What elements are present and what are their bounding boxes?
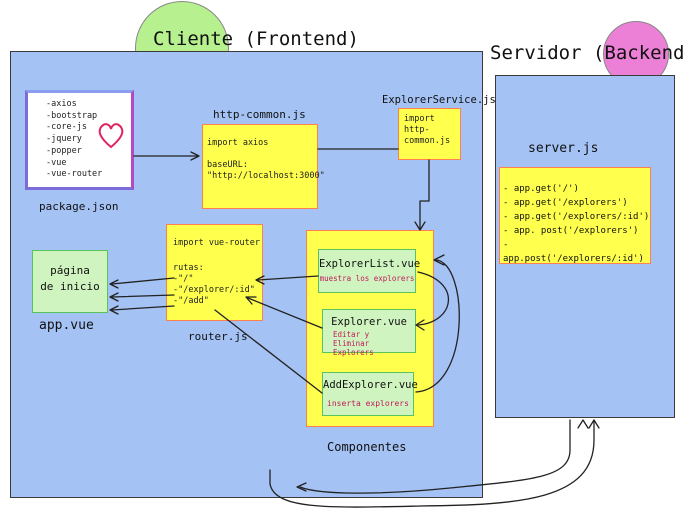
component-name: ExplorerList.vue bbox=[319, 258, 421, 270]
component-desc: Editar y Eliminar Explorers bbox=[333, 330, 374, 357]
router-card: import vue-router rutas: -"/" -"/explore… bbox=[166, 224, 263, 321]
app-title-line: página bbox=[50, 264, 90, 277]
explorer-service-line: common.js bbox=[404, 136, 451, 146]
app-filename: app.vue bbox=[39, 318, 94, 333]
frontend-title: Cliente (Frontend) bbox=[153, 28, 359, 50]
server-route: - app.get('/') bbox=[503, 184, 579, 194]
component-desc: muestra los explorers bbox=[319, 274, 415, 283]
package-card: -axios -bootstrap -core-js -jquery -popp… bbox=[25, 90, 134, 190]
app-card: página de inicio bbox=[32, 250, 108, 313]
component-desc: inserta explorers bbox=[327, 399, 409, 408]
http-common-line bbox=[207, 149, 317, 160]
server-route: - app.get('/explorers/:id') bbox=[503, 212, 650, 222]
app-title-line: de inicio bbox=[40, 280, 100, 293]
server-card: - app.get('/') - app.get('/explorers') -… bbox=[499, 167, 651, 264]
package-item: -axios bbox=[46, 99, 77, 109]
server-route: - app. post('/explorers') bbox=[503, 226, 639, 236]
explorer-service-card: import http- common.js bbox=[398, 108, 461, 160]
http-common-filename: http-common.js bbox=[213, 108, 306, 121]
http-common-line: import axios bbox=[207, 138, 269, 148]
explorer-service-line: http- bbox=[404, 125, 430, 135]
components-label: Componentes bbox=[327, 440, 407, 454]
http-common-line: "http://localhost:3000" bbox=[207, 171, 325, 181]
component-explorer-list: ExplorerList.vue muestra los explorers bbox=[318, 249, 421, 293]
router-header: import vue-router bbox=[173, 238, 260, 248]
component-explorer: Explorer.vue Editar y Eliminar Explorers bbox=[322, 309, 416, 357]
http-common-line: baseURL: bbox=[207, 160, 248, 170]
heart-icon bbox=[98, 123, 124, 149]
router-route: -"/explorer/:id" bbox=[173, 285, 255, 295]
package-item: -jquery bbox=[46, 134, 82, 145]
component-name: AddExplorer.vue bbox=[323, 379, 418, 391]
http-common-card: import axios baseURL: "http://localhost:… bbox=[202, 124, 325, 209]
package-item: -vue bbox=[46, 157, 67, 168]
package-item: -bootstrap bbox=[46, 110, 98, 121]
server-route: - app.post('/explorers/:id') bbox=[503, 240, 644, 264]
explorer-service-line: import bbox=[404, 114, 435, 124]
component-name: Explorer.vue bbox=[331, 316, 407, 328]
package-item: -popper bbox=[46, 145, 82, 156]
router-route: -"/" bbox=[173, 274, 194, 284]
backend-title: Servidor (Backend) bbox=[490, 42, 687, 64]
component-add-explorer: AddExplorer.vue inserta explorers bbox=[322, 372, 418, 416]
router-route: -"/add" bbox=[173, 296, 209, 306]
server-route: - app.get('/explorers') bbox=[503, 198, 628, 208]
router-routes-label: rutas: bbox=[173, 263, 204, 273]
package-item: -core-js bbox=[46, 122, 87, 133]
package-filename: package.json bbox=[39, 200, 119, 213]
package-dependency-list: -axios -bootstrap -core-js -jquery -popp… bbox=[46, 99, 102, 181]
explorer-service-filename: ExplorerService.js bbox=[382, 94, 496, 106]
router-filename: router.js bbox=[188, 330, 248, 343]
package-item: -vue-router bbox=[46, 169, 103, 180]
server-filename: server.js bbox=[528, 141, 599, 156]
